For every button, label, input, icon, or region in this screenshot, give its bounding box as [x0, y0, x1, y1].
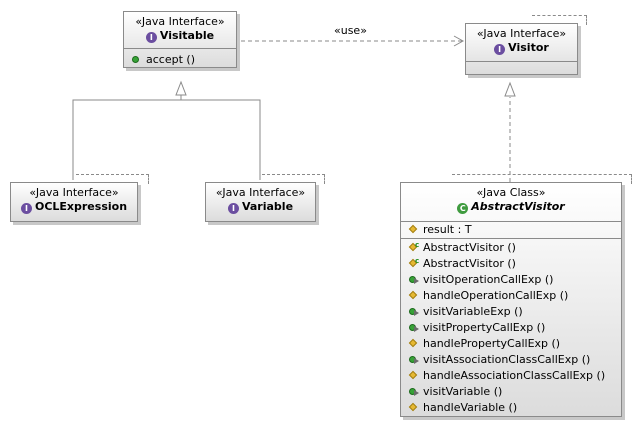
empty-compartment — [466, 61, 577, 62]
realization-arrowhead — [504, 81, 516, 97]
tab-decoration — [532, 15, 587, 25]
public-method-icon — [408, 386, 421, 396]
tab-decoration — [76, 174, 149, 184]
stereotype-label: «Java Interface» — [135, 15, 225, 28]
stereotype-label: «Java Class» — [476, 186, 546, 199]
attributes-compartment: result : T — [401, 221, 621, 239]
stereotype-label: «Java Interface» — [29, 186, 119, 199]
public-method-icon — [408, 306, 421, 316]
protected-method-icon — [408, 370, 421, 380]
class-icon: C — [457, 203, 469, 214]
public-method-icon — [131, 54, 144, 64]
operation-row[interactable]: visitAssociationClassCallExp () — [408, 352, 590, 368]
use-label: «use» — [334, 24, 367, 37]
attribute-row[interactable]: result : T — [408, 222, 472, 238]
interface-icon: I — [227, 203, 239, 214]
classifier-name: OCLExpression — [34, 200, 128, 213]
protected-method-icon — [408, 402, 421, 412]
operation-row[interactable]: visitVariable () — [408, 384, 502, 400]
interface-icon: I — [145, 32, 157, 43]
operation-row[interactable]: accept () — [131, 52, 195, 68]
operation-row[interactable]: handlePropertyCallExp () — [408, 336, 560, 352]
public-method-icon — [408, 274, 421, 284]
protected-constructor-icon: c — [408, 257, 421, 268]
operation-row[interactable]: visitVariableExp () — [408, 304, 523, 320]
classifier-name: Variable — [241, 200, 294, 213]
stereotype-label: «Java Interface» — [476, 27, 567, 40]
operation-row[interactable]: handleOperationCallExp () — [408, 288, 568, 304]
operation-row[interactable]: handleAssociationClassCallExp () — [408, 368, 605, 384]
public-method-icon — [408, 322, 421, 332]
operation-row[interactable]: visitPropertyCallExp () — [408, 320, 545, 336]
protected-method-icon — [408, 290, 421, 300]
generalization-ocl-to-visitable — [72, 95, 182, 180]
tab-decoration — [452, 174, 632, 184]
classifier-name: Visitable — [159, 29, 215, 42]
generalization-arrowhead — [175, 80, 187, 96]
generalization-variable-to-visitable — [181, 99, 261, 180]
stereotype-label: «Java Interface» — [215, 186, 306, 199]
classifier-name: AbstractVisitor — [471, 200, 565, 213]
use-dependency-arrowhead — [453, 35, 465, 47]
operation-row[interactable]: visitOperationCallExp () — [408, 272, 553, 288]
tab-decoration — [262, 174, 325, 184]
protected-field-icon — [408, 224, 421, 234]
operation-row[interactable]: handleVariable () — [408, 400, 517, 416]
operations-compartment: accept () — [124, 48, 236, 66]
interface-icon: I — [494, 44, 506, 55]
protected-method-icon — [408, 338, 421, 348]
protected-constructor-icon: c — [408, 241, 421, 252]
interface-icon: I — [20, 203, 32, 214]
public-method-icon — [408, 354, 421, 364]
classifier-name: Visitor — [508, 41, 549, 54]
